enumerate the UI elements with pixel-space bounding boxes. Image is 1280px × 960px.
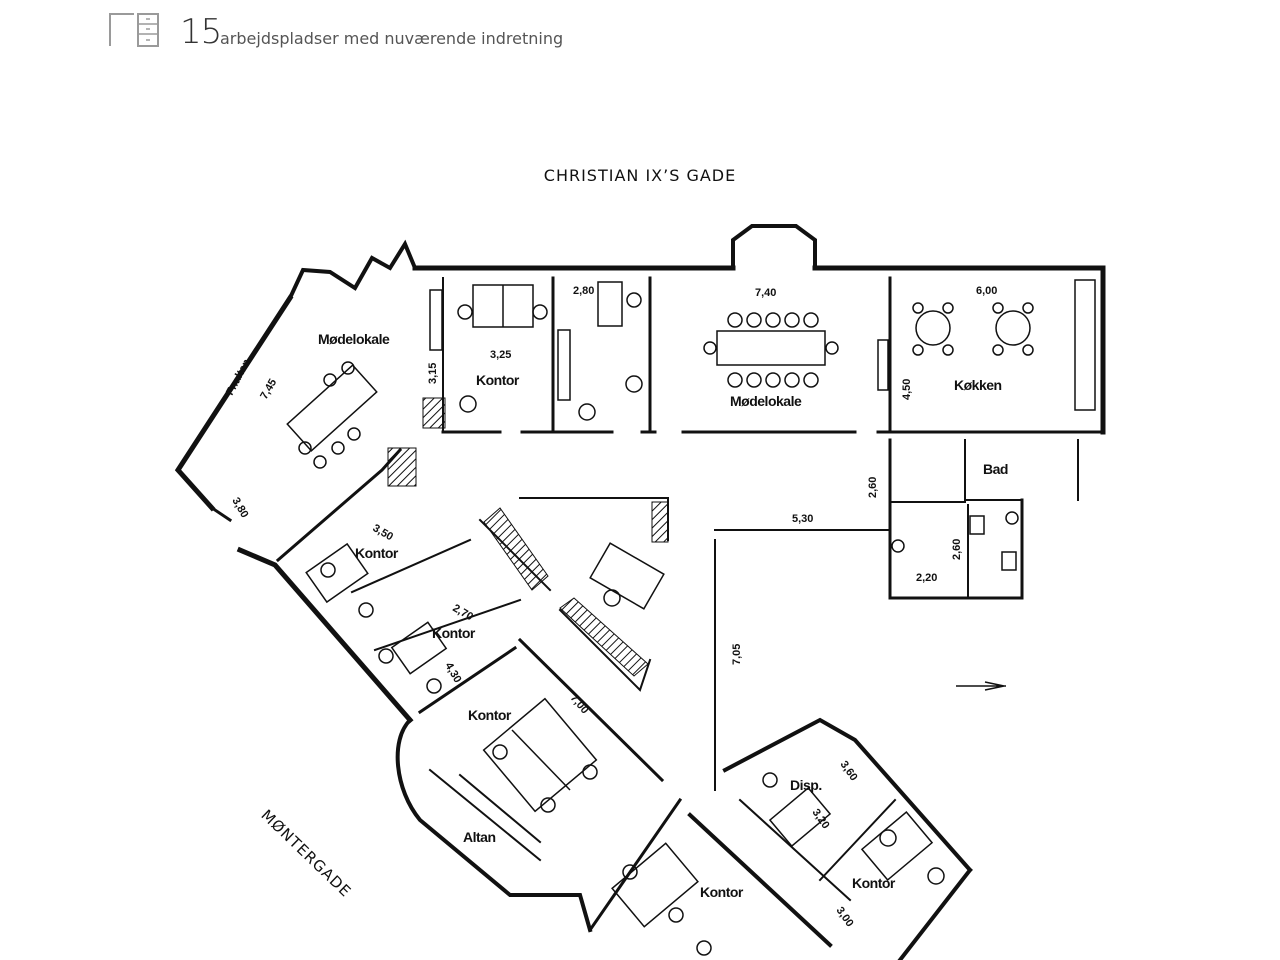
room-label: Kontor	[700, 884, 744, 900]
room-label: Køkken	[954, 377, 1002, 393]
dimension-label: 7,40	[755, 287, 776, 299]
walls	[174, 224, 1106, 960]
floorplan-icon	[109, 13, 159, 47]
room-label: Kontor	[852, 875, 896, 891]
workspace-count: 15	[180, 12, 222, 52]
dimension-label: 4,50	[901, 379, 913, 400]
dimension-label: 7,00	[568, 692, 591, 716]
room-label: Mødelokale	[730, 393, 802, 409]
dimension-label: 3,00	[834, 905, 856, 929]
room-label: Altan	[463, 829, 496, 845]
hatched-elements	[387, 397, 669, 677]
room-label: Kontor	[432, 625, 476, 641]
room-label: Disp.	[790, 777, 822, 793]
room-label: Mødelokale	[318, 331, 390, 347]
dimension-label: 2,80	[573, 285, 594, 297]
dimension-label: 3,50	[371, 522, 396, 543]
dimension-label: 3,80	[229, 496, 250, 521]
dimension-label: 3,60	[838, 759, 860, 783]
dimension-label: 3,25	[490, 349, 511, 361]
room-label: Kontor	[468, 707, 512, 723]
dimension-label: 2,60	[867, 477, 879, 498]
room-label: Bad	[983, 461, 1008, 477]
workspace-label: arbejdspladser med nuværende indretning	[220, 29, 564, 48]
room-label: Fr.altan	[224, 357, 253, 397]
room-label: Kontor	[476, 372, 520, 388]
dimension-labels: 2,80 7,40 6,00 3,25 3,15 7,45 4,50 2,60 …	[229, 285, 997, 929]
dimension-label: 7,45	[258, 377, 279, 402]
dimension-label: 2,60	[951, 539, 963, 560]
dimension-label: 4,30	[442, 661, 463, 686]
dimension-label: 5,30	[792, 513, 813, 525]
street-label-top: CHRISTIAN IX’S GADE	[543, 166, 737, 185]
dimension-label: 3,15	[427, 363, 439, 384]
dimension-label: 2,20	[916, 572, 937, 584]
furniture	[286, 279, 1096, 956]
room-labels: Mødelokale Kontor Mødelokale Køkken Bad …	[224, 331, 1008, 900]
room-label: Kontor	[355, 545, 399, 561]
dimension-label: 6,00	[976, 285, 997, 297]
dimension-label: 7,05	[731, 644, 743, 665]
